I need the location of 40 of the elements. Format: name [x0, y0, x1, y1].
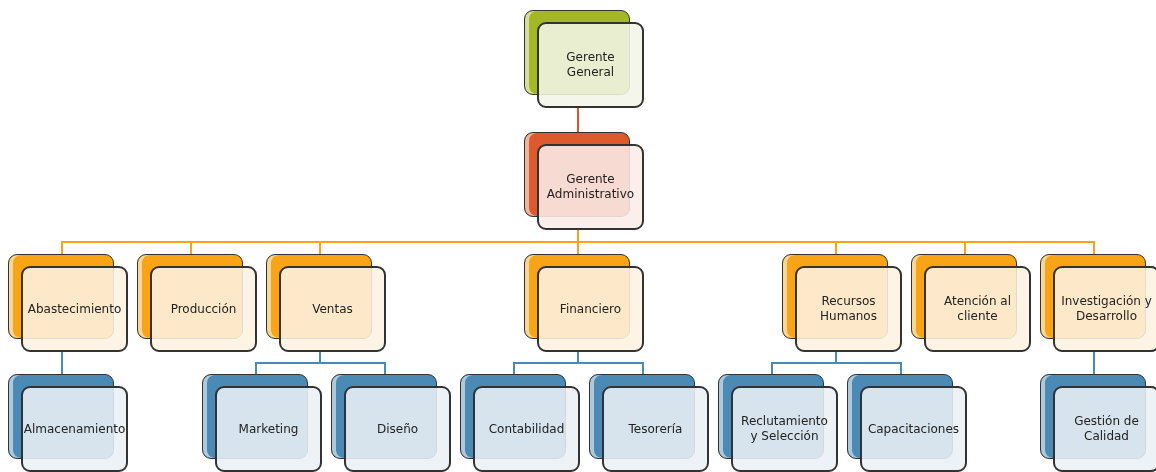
connector-line: [1093, 351, 1095, 375]
box-label: Gerente General: [565, 50, 616, 80]
org-box: [137, 254, 257, 352]
org-box: [524, 254, 644, 352]
org-box: [331, 374, 451, 472]
org-box: [8, 254, 128, 352]
org-box: [202, 374, 322, 472]
org-box: [8, 374, 128, 472]
org-box: [524, 132, 644, 230]
box-label: Atención al cliente: [942, 294, 1013, 324]
box-label: Capacitaciones: [866, 421, 961, 437]
org-box: [524, 10, 644, 108]
connector-line: [835, 351, 902, 375]
org-box: [911, 254, 1031, 352]
connector-line: [61, 351, 63, 375]
box-label: Diseño: [375, 421, 420, 437]
box-label: Tesorería: [627, 421, 684, 437]
box-label: Producción: [169, 301, 238, 317]
box-label: Marketing: [237, 421, 300, 437]
box-label: Investigación y Desarrollo: [1060, 294, 1153, 324]
box-label: Gerente Administrativo: [545, 172, 636, 202]
box-label: Reclutamiento y Selección: [740, 414, 829, 444]
box-label: Gestión de Calidad: [1073, 414, 1140, 444]
org-box: [460, 374, 580, 472]
connector-line: [577, 107, 579, 133]
box-label: Recursos Humanos: [819, 294, 878, 324]
org-box: [266, 254, 386, 352]
org-box: [847, 374, 967, 472]
org-box: [589, 374, 709, 472]
org-box: [1040, 254, 1156, 352]
org-box: [718, 374, 838, 472]
org-box: [1040, 374, 1156, 472]
box-label: Abastecimiento: [26, 301, 123, 317]
box-label: Almacenamiento: [22, 421, 127, 437]
box-label: Ventas: [311, 301, 354, 317]
org-box: [782, 254, 902, 352]
connector-line: [577, 351, 644, 375]
connector-line: [319, 351, 386, 375]
box-label: Contabilidad: [487, 421, 566, 437]
box-label: Financiero: [558, 301, 623, 317]
